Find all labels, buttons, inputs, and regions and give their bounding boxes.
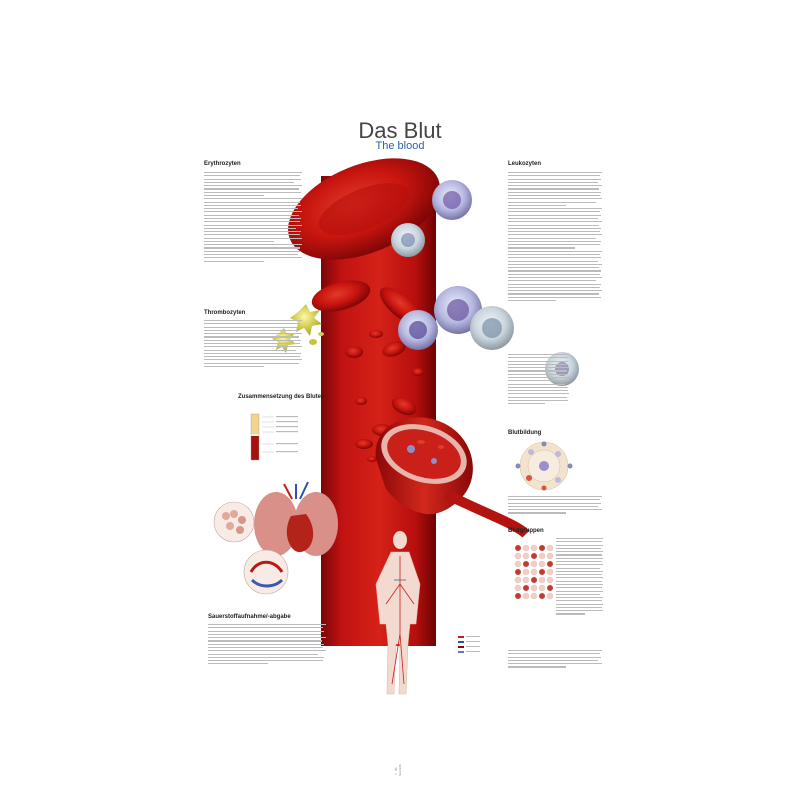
human-silhouette [375, 531, 421, 695]
sauerstoff-text [208, 624, 328, 684]
blood-group-sample [514, 576, 522, 584]
heading-blutbildung: Blutbildung [508, 430, 542, 436]
blood-group-sample [514, 568, 522, 576]
blood-group-sample [522, 592, 530, 600]
blood-group-sample [530, 560, 538, 568]
blood-group-sample [514, 552, 522, 560]
blood-group-sample [546, 552, 554, 560]
heading-sauerstoff: Sauerstoffaufnahme/-abgabe [208, 614, 291, 620]
blood-group-sample [522, 568, 530, 576]
blood-illustration [213, 158, 579, 695]
leukocytes [391, 180, 579, 386]
blood-group-sample [546, 560, 554, 568]
blood-group-sample [530, 584, 538, 592]
blood-group-sample [530, 592, 538, 600]
poster-title: Das Blut [358, 118, 442, 143]
poster-subtitle: The blood [375, 140, 425, 152]
blood-formation-diagram [515, 441, 573, 491]
blood-poster: VR 88 © 3B Scientific Das Blut The blood [196, 104, 604, 776]
blood-group-sample [538, 576, 546, 584]
heading-zusammensetzung: Zusammensetzung des Blutes [238, 394, 325, 400]
blood-group-sample [530, 544, 538, 552]
leukozyten-text [508, 172, 604, 352]
blood-group-sample [530, 568, 538, 576]
blood-group-sample [522, 584, 530, 592]
erythrozyten-text [204, 172, 304, 300]
blood-group-sample [522, 544, 530, 552]
blood-group-sample [530, 552, 538, 560]
leukozyten-subtext [508, 354, 570, 426]
thrombozyten-text [204, 320, 304, 386]
blood-group-sample [522, 552, 530, 560]
blood-group-sample [514, 560, 522, 568]
blutgruppen-footer-text [508, 650, 604, 678]
vessel-legend [458, 636, 480, 653]
blood-group-sample [522, 576, 530, 584]
heading-thrombozyten: Thrombozyten [204, 310, 246, 316]
blood-group-sample [538, 568, 546, 576]
blood-group-sample [546, 584, 554, 592]
blood-vessel-cross-section [375, 417, 530, 538]
blood-group-sample [522, 560, 530, 568]
blood-group-sample [538, 560, 546, 568]
blutbildung-text [508, 496, 604, 524]
blood-composition-figure [250, 413, 298, 461]
heading-erythrozyten: Erythrozyten [204, 161, 241, 167]
blutgruppen-text [556, 538, 604, 646]
blood-group-sample [538, 552, 546, 560]
heading-blutgruppen: Blutgruppen [508, 528, 544, 534]
blood-group-sample [538, 544, 546, 552]
blood-group-sample [530, 576, 538, 584]
blood-group-sample [538, 592, 546, 600]
blood-group-sample [514, 592, 522, 600]
alveoli-detail [213, 501, 289, 595]
blood-group-sample [538, 584, 546, 592]
blood-group-sample [546, 544, 554, 552]
blood-group-sample [514, 544, 522, 552]
blood-group-sample [546, 568, 554, 576]
blood-group-sample [546, 576, 554, 584]
blood-group-sample [546, 592, 554, 600]
blood-groups-grid [514, 544, 554, 600]
lungs-heart-illustration [254, 481, 338, 556]
blood-group-sample [514, 584, 522, 592]
poster-copyright: © 3B Scientific [394, 763, 402, 776]
heading-leukozyten: Leukozyten [508, 161, 542, 167]
